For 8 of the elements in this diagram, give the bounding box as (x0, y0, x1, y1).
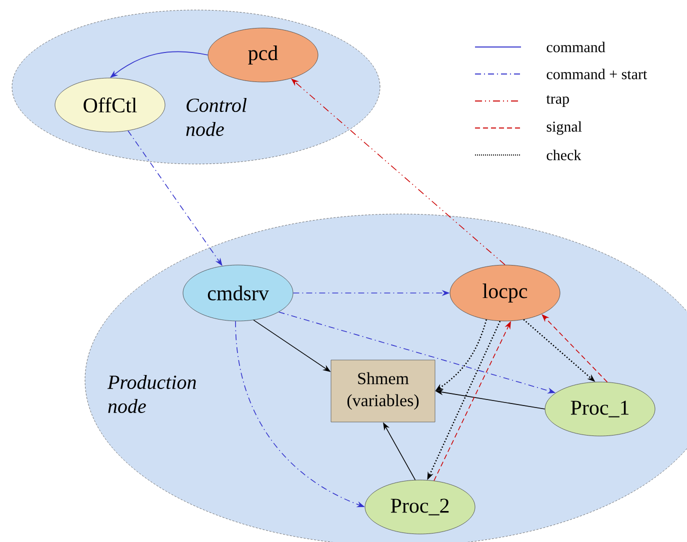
legend-label: signal (546, 121, 582, 135)
legend-label: trap (546, 95, 569, 107)
memory-box: Shmem (variables) (330, 360, 436, 422)
legend-label: command (546, 42, 606, 52)
region-label: Control node (186, 98, 247, 136)
legend-label: command + start (546, 68, 648, 80)
legend-label: check (546, 150, 582, 160)
region-label: Production node (107, 374, 196, 414)
